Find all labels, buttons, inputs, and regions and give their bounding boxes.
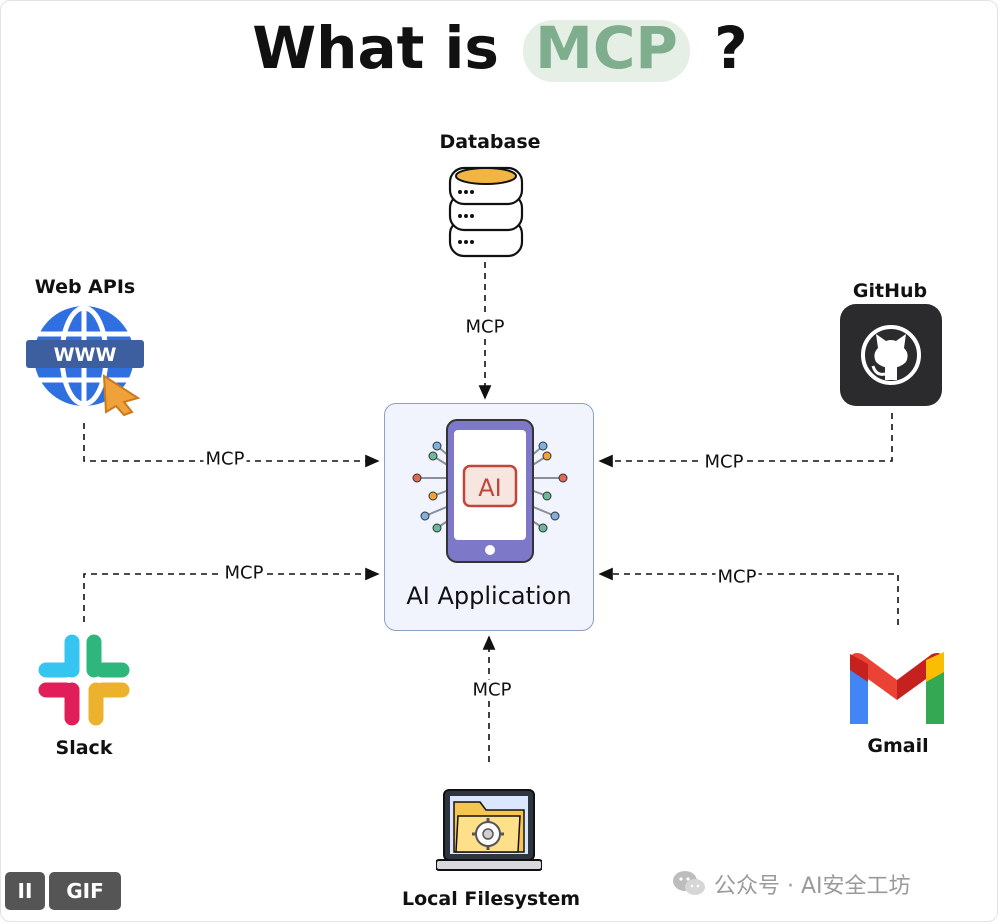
title-prefix: What is [252,14,499,82]
edge-label-local-filesystem: MCP [470,679,514,701]
slack-icon [38,634,130,726]
ai-application-box: AI AI Application [384,403,594,631]
title-highlight: MCP [523,14,690,82]
page-title: What is MCP ? [0,14,1000,82]
pause-button[interactable]: II [5,872,45,910]
folder-laptop-icon [436,789,542,871]
github-icon [840,304,942,406]
web-apis-label: Web APIs [34,276,136,298]
edge-label-slack: MCP [222,562,266,584]
ai-chip-text: AI [478,474,502,502]
gif-controls: II GIF [5,872,121,910]
edge-label-gmail: MCP [715,566,759,588]
watermark-text: 公众号 · AI安全工坊 [714,874,911,899]
www-badge-text: WWW [54,344,117,366]
gmail-label: Gmail [867,735,929,757]
edge-gmail [598,567,899,625]
edge-label-web-apis: MCP [203,448,247,470]
edge-label-database: MCP [463,316,507,338]
edge-slack [83,567,380,622]
edge-label-github: MCP [702,451,746,473]
watermark: 公众号 · AI安全工坊 [672,868,911,900]
local-filesystem-label: Local Filesystem [401,888,581,910]
gif-badge[interactable]: GIF [49,872,121,910]
ai-application-label: AI Application [406,582,572,610]
edge-web-apis [83,423,380,468]
wechat-icon [673,871,705,895]
ai-phone-icon: AI [412,419,568,563]
edge-github [598,413,893,468]
gmail-icon [850,652,944,724]
database-icon [448,166,524,258]
database-label: Database [439,131,541,153]
globe-icon: WWW [26,305,144,416]
github-label: GitHub [852,280,928,302]
title-suffix: ? [714,14,748,82]
slack-label: Slack [55,737,113,759]
